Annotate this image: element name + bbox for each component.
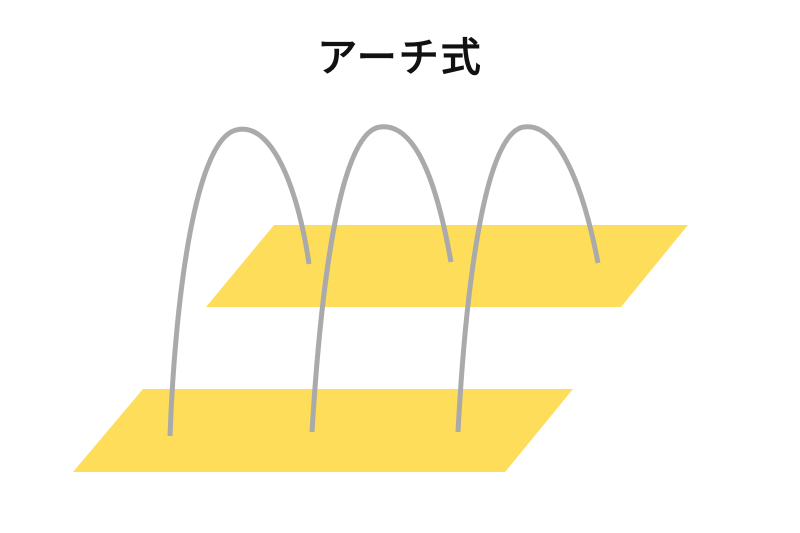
diagram-title: アーチ式 [317,35,483,81]
arch-3 [455,124,601,433]
lower-bed [73,389,573,472]
arch-2 [309,124,454,433]
arch-1 [167,126,312,437]
